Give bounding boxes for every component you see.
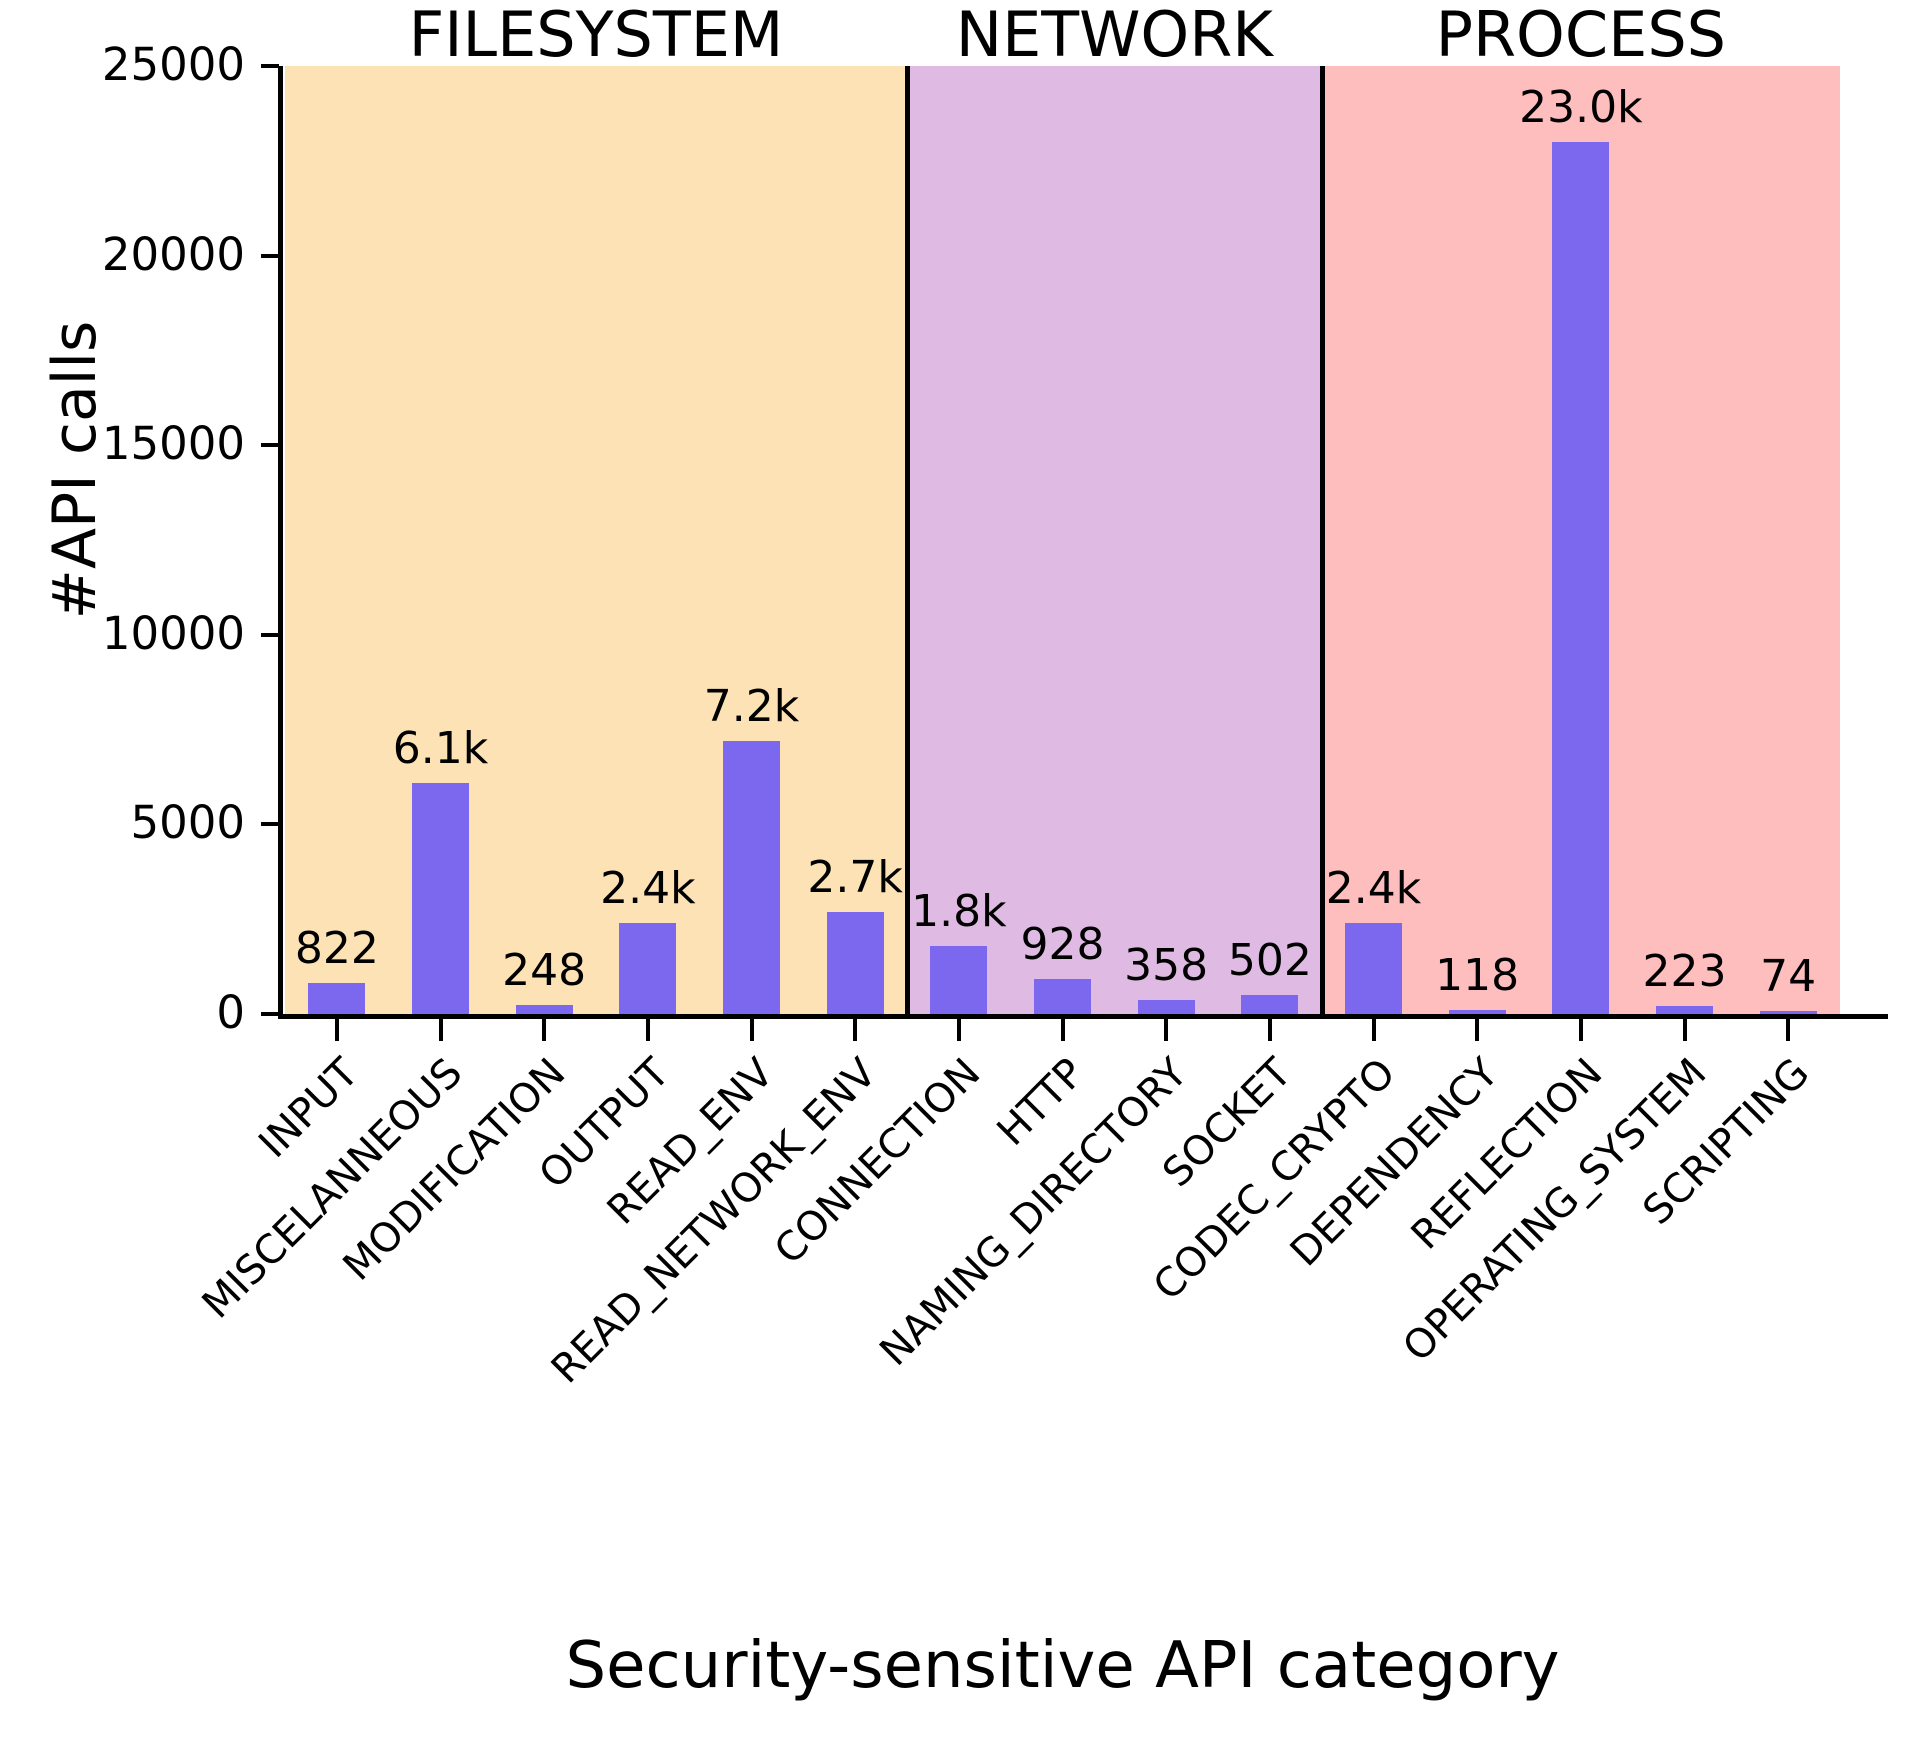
y-tick-label: 25000 <box>101 38 245 91</box>
bar-value-label: 2.7k <box>807 851 903 903</box>
bar-http[interactable] <box>1033 978 1091 1014</box>
y-tick-mark <box>261 822 279 827</box>
y-tick-mark <box>261 64 279 68</box>
bar-socket[interactable] <box>1241 994 1299 1014</box>
bar-naming_directory[interactable] <box>1137 1000 1195 1014</box>
bar-codec_crypto[interactable] <box>1344 923 1402 1014</box>
group-separator <box>905 66 910 1014</box>
bar-dependency[interactable] <box>1448 1009 1506 1014</box>
bar-value-label: 118 <box>1435 949 1520 1001</box>
group-title-process: PROCESS <box>1435 0 1727 71</box>
y-axis-title: #API calls <box>40 320 110 620</box>
bar-modification[interactable] <box>515 1004 573 1014</box>
x-tick-mark <box>334 1019 339 1041</box>
bar-read_network_env[interactable] <box>826 911 884 1014</box>
x-tick-mark <box>542 1019 547 1041</box>
group-title-filesystem: FILESYSTEM <box>408 0 784 71</box>
bar-value-label: 822 <box>294 922 379 974</box>
bar-value-label: 74 <box>1760 951 1817 1003</box>
x-tick-mark <box>438 1019 443 1041</box>
y-tick-label: 20000 <box>101 227 245 281</box>
x-tick-mark <box>956 1019 961 1041</box>
x-tick-mark <box>1475 1019 1480 1041</box>
bar-input[interactable] <box>308 982 366 1014</box>
bar-operating_system[interactable] <box>1655 1005 1713 1014</box>
group-title-network: NETWORK <box>955 0 1273 71</box>
x-tick-mark <box>749 1019 754 1041</box>
x-tick-mark <box>645 1019 650 1041</box>
bar-reflection[interactable] <box>1552 141 1610 1014</box>
x-tick-mark <box>1371 1019 1376 1041</box>
group-band-network <box>907 66 1322 1014</box>
y-tick-mark <box>261 253 279 258</box>
x-tick-mark <box>1164 1019 1169 1041</box>
x-axis-title: Security-sensitive API category <box>565 1629 1560 1703</box>
group-separator <box>1319 66 1325 1014</box>
y-tick-mark <box>261 1012 279 1016</box>
y-axis-line <box>278 66 283 1014</box>
bar-value-label: 23.0k <box>1519 81 1643 133</box>
bar-output[interactable] <box>619 923 677 1014</box>
bar-value-label: 223 <box>1642 945 1727 997</box>
group-band-filesystem <box>285 66 907 1014</box>
y-tick-label: 0 <box>216 986 245 1039</box>
x-axis-line <box>278 1014 1888 1019</box>
x-tick-mark <box>1786 1019 1791 1041</box>
x-tick-mark <box>853 1019 858 1041</box>
bar-value-label: 1.8k <box>911 885 1007 937</box>
bar-read_env[interactable] <box>722 740 780 1014</box>
x-tick-mark <box>1578 1019 1583 1041</box>
bar-scripting[interactable] <box>1759 1011 1817 1014</box>
bar-connection[interactable] <box>930 945 988 1014</box>
y-tick-mark <box>261 443 279 448</box>
y-tick-mark <box>261 632 279 637</box>
x-tick-mark <box>1060 1019 1065 1041</box>
x-tick-mark <box>1267 1019 1272 1041</box>
bar-value-label: 7.2k <box>703 680 800 732</box>
y-tick-label: 5000 <box>130 796 245 850</box>
bar-value-label: 502 <box>1227 934 1312 986</box>
bar-value-label: 2.4k <box>600 862 696 914</box>
bar-miscelanneous[interactable] <box>411 782 469 1014</box>
y-tick-label: 15000 <box>101 417 245 471</box>
bar-value-label: 358 <box>1124 940 1209 992</box>
bar-value-label: 248 <box>502 944 587 996</box>
bar-value-label: 6.1k <box>392 722 489 774</box>
bar-value-label: 928 <box>1020 918 1105 970</box>
bar-value-label: 2.4k <box>1325 862 1422 914</box>
y-tick-label: 10000 <box>101 606 245 660</box>
x-tick-mark <box>1682 1019 1687 1041</box>
